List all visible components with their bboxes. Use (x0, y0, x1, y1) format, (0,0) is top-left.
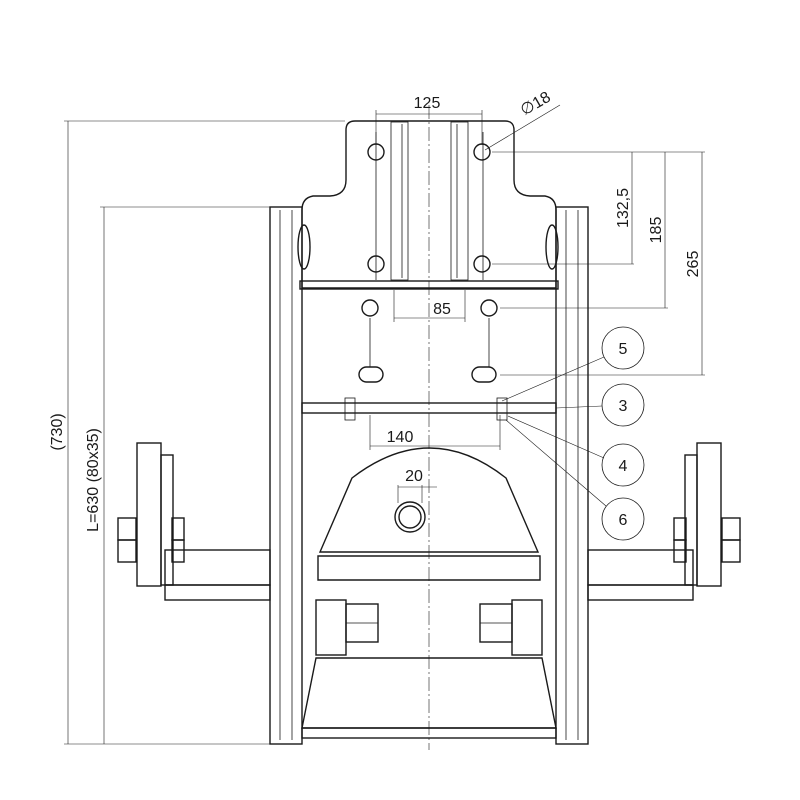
dim-h2-label: 185 (648, 217, 665, 244)
dim-hole-dia: ∅18 (484, 89, 561, 151)
dim-lower-width-label: 140 (387, 429, 414, 446)
right-clamp (673, 442, 741, 587)
balloon-4-label: 4 (619, 458, 628, 475)
axle-tubes (164, 549, 694, 601)
mid-plate-bolts (344, 397, 508, 421)
balloon-4: 4 (507, 415, 645, 487)
dim-top-width: 125 (375, 95, 483, 145)
middle-holes (358, 299, 498, 383)
dim-length: L=630 (80x35) (85, 206, 270, 744)
top-plate (301, 120, 557, 289)
top-holes (367, 143, 491, 273)
dim-overall-height: (730) (49, 120, 345, 745)
dim-mid-width: 85 (393, 290, 466, 322)
left-column (269, 206, 311, 745)
dim-h3-label: 265 (685, 251, 702, 278)
balloon-5: 5 (501, 326, 645, 402)
dim-h1: 132,5 (492, 151, 705, 265)
dim-hole-dia-label: ∅18 (518, 89, 554, 120)
dim-lower-width: 140 (369, 415, 501, 450)
dim-bore: 20 (397, 468, 437, 503)
balloon-6: 6 (505, 419, 645, 541)
dim-h2: 185 (500, 152, 668, 309)
dim-length-label: L=630 (80x35) (85, 428, 102, 532)
right-column (545, 206, 589, 745)
dim-bore-label: 20 (405, 468, 423, 485)
balloon-5-label: 5 (619, 341, 628, 358)
dim-overall-height-label: (730) (49, 413, 66, 450)
plate-ribs (375, 121, 484, 281)
dim-h1-label: 132,5 (615, 188, 632, 228)
dim-h3: 265 (500, 152, 705, 376)
balloon-3: 3 (555, 383, 645, 427)
left-clamp (117, 442, 185, 587)
balloon-6-label: 6 (619, 512, 628, 529)
lower-bolts (315, 599, 543, 656)
balloon-3-label: 3 (619, 398, 628, 415)
dim-mid-width-label: 85 (433, 301, 451, 318)
dim-top-width-label: 125 (414, 95, 441, 112)
arch-body (318, 447, 540, 553)
bore (394, 501, 426, 533)
